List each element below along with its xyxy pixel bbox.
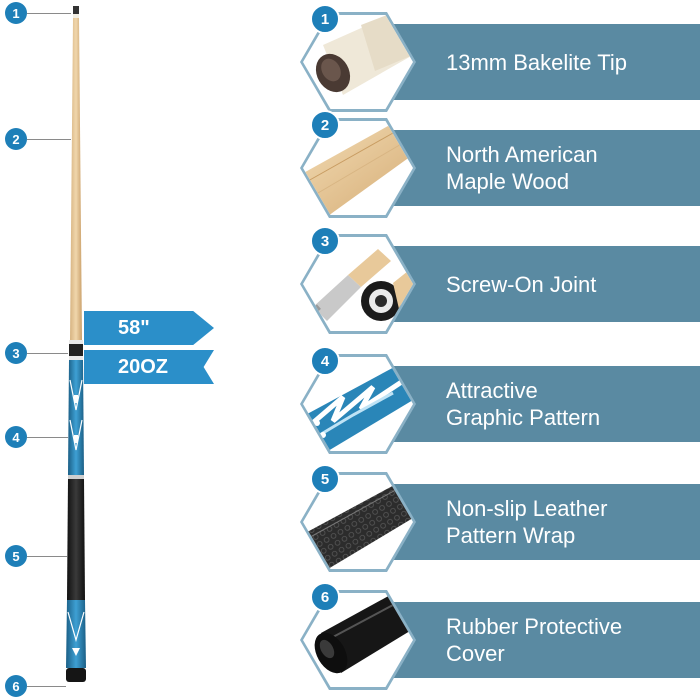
feature-1-line-1: 13mm Bakelite Tip (446, 49, 627, 75)
cue-leader-2 (27, 139, 71, 140)
feature-hex-frame (300, 118, 416, 218)
feature-4-line-1: Attractive (446, 378, 538, 403)
cue-marker-1: 1 (5, 2, 27, 24)
cue-marker-3: 3 (5, 342, 27, 364)
cue-leader-6 (27, 686, 66, 687)
cue-length-tag: 58" (84, 311, 214, 345)
feature-2-line-1: North American (446, 142, 598, 167)
feature-badge-6: 6 (310, 582, 340, 612)
feature-label-6: Rubber Protective Cover (446, 602, 696, 678)
feature-band (364, 24, 700, 100)
feature-4-line-2: Graphic Pattern (446, 405, 601, 430)
graphic-pattern-icon (303, 357, 413, 451)
feature-badge-5-label: 5 (320, 470, 330, 488)
feature-badge-2-label: 2 (320, 116, 330, 134)
cue-leader-4 (27, 437, 68, 438)
feature-badge-5: 5 (310, 464, 340, 494)
cue-marker-5-label: 5 (12, 548, 20, 564)
cue-weight-tag: 20OZ (84, 350, 214, 384)
cue-leader-5 (27, 556, 67, 557)
feature-5-line-2: Pattern Wrap (446, 523, 576, 548)
cue-marker-1-label: 1 (12, 5, 20, 21)
feature-row-2: 2 North American Maple Wood (296, 110, 700, 218)
feature-band (364, 366, 700, 442)
cue-marker-2-label: 2 (12, 131, 20, 147)
cue-marker-2: 2 (5, 128, 27, 150)
feature-row-1: 1 13mm Bakelite Tip (296, 4, 700, 112)
cue-leader-1 (27, 13, 71, 14)
feature-band (364, 484, 700, 560)
feature-badge-1: 1 (310, 4, 340, 34)
feature-6-line-1: Rubber Protective (446, 614, 623, 639)
feature-badge-3: 3 (310, 226, 340, 256)
pool-cue-illustration (66, 6, 86, 682)
feature-badge-3-label: 3 (320, 232, 330, 250)
feature-row-4: 4 Attractive Graphic Pattern (296, 346, 700, 454)
feature-badge-6-label: 6 (320, 588, 330, 606)
cue-marker-6-label: 6 (12, 678, 20, 694)
feature-6-line-2: Cover (446, 641, 505, 666)
feature-band (364, 246, 700, 322)
feature-2-line-2: Maple Wood (446, 169, 570, 194)
feature-label-2: North American Maple Wood (446, 130, 696, 206)
feature-label-1: 13mm Bakelite Tip (446, 24, 696, 100)
feature-hex-frame (300, 590, 416, 690)
feature-label-5: Non-slip Leather Pattern Wrap (446, 484, 696, 560)
feature-badge-1-label: 1 (320, 10, 330, 28)
cue-marker-5: 5 (5, 545, 27, 567)
feature-badge-4: 4 (310, 346, 340, 376)
feature-3-line-1: Screw-On Joint (446, 271, 597, 297)
cue-leader-3 (27, 353, 68, 354)
feature-band (364, 602, 700, 678)
feature-label-4: Attractive Graphic Pattern (446, 366, 696, 442)
feature-row-6: 6 Rubber Protective Cover (296, 582, 700, 690)
feature-band (364, 130, 700, 206)
feature-badge-2: 2 (310, 110, 340, 140)
feature-badge-4-label: 4 (320, 352, 330, 370)
feature-5-line-1: Non-slip Leather (446, 496, 608, 521)
feature-hex-frame (300, 12, 416, 112)
cue-length-value: 58" (118, 316, 150, 339)
feature-row-5: 5 Non-slip Leather Pattern Wrap (296, 464, 700, 572)
feature-row-3: 3 Screw-On Joint (296, 226, 700, 334)
cue-marker-4-label: 4 (12, 429, 20, 445)
cue-marker-6: 6 (5, 675, 27, 697)
cue-weight-value: 20OZ (118, 355, 169, 378)
cue-marker-3-label: 3 (12, 345, 20, 361)
cue-tip-icon (303, 15, 413, 109)
feature-label-3: Screw-On Joint (446, 246, 696, 322)
cue-overview: 1 2 3 4 5 6 58" 20OZ (0, 0, 230, 700)
cue-marker-4: 4 (5, 426, 27, 448)
